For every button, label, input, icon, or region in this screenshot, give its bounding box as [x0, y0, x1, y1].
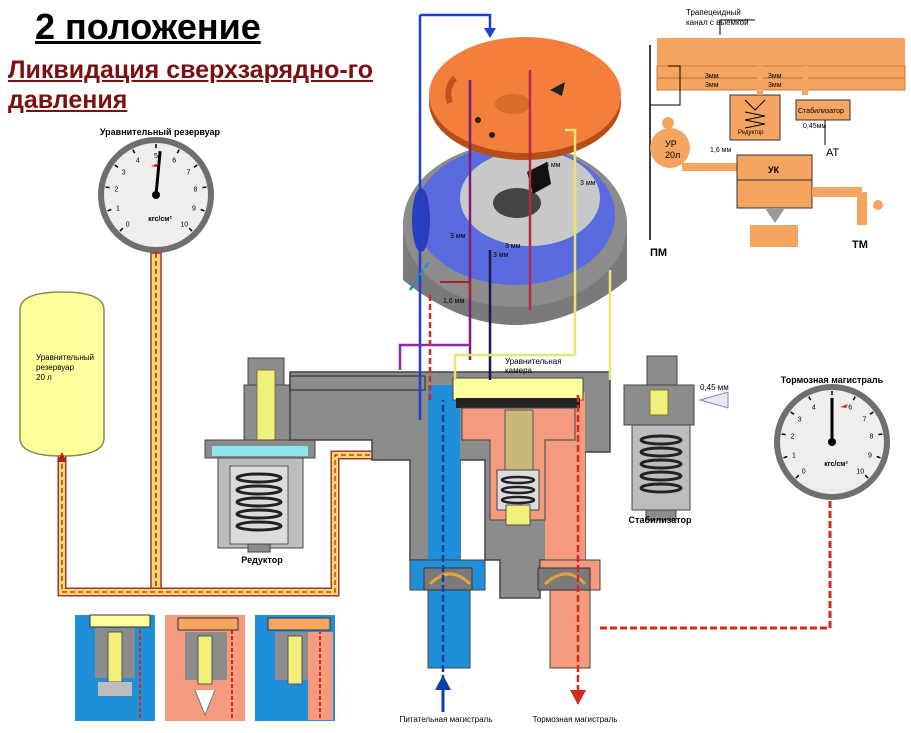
schematic-uk: УК [768, 165, 780, 175]
page-title: 2 положение [35, 6, 261, 47]
gauge-needle-left [154, 151, 162, 196]
gauge-tick-label: 3 [798, 417, 802, 424]
gauge-unit-left: кгс/см² [148, 216, 172, 223]
schematic-tm: ТМ [852, 239, 868, 251]
central-valve-body [289, 371, 611, 669]
gauge-tick-mark [878, 433, 883, 436]
top-right-schematic [649, 19, 906, 247]
schematic-pm: ПМ [650, 247, 667, 259]
gauge-tick-mark [864, 474, 869, 479]
thumbnail-1 [75, 614, 155, 721]
gauge-tick-mark [869, 411, 874, 416]
disc-hole-label-4: 3 мм [545, 162, 561, 169]
gauge-tick-mark [790, 411, 795, 416]
schematic-trapezoid-line2: канал с выемкой [686, 18, 749, 27]
gauge-unit-right: кгс/см² [824, 461, 848, 468]
disc-orifice-16-label: 1,6 мм [443, 298, 464, 305]
gauge-tick-mark [132, 149, 136, 154]
equalizing-reservoir-gauge: 0 1 2 3 4 5 6 7 8 9 10 кгс/см² [98, 137, 214, 253]
gauge-tick-mark [188, 227, 193, 232]
gauge-tick-mark [114, 164, 119, 169]
disc-hole-label-1: 3 мм [450, 233, 466, 240]
tank-label-line1: Уравнительный [36, 353, 94, 362]
stabilizer-label: Стабилизатор [629, 515, 692, 525]
gauge-tick-mark [105, 186, 110, 189]
gauge-tick-mark [852, 396, 856, 401]
stabilizer-valve [623, 355, 729, 521]
equalizing-chamber-label-line1: Уравнительная [505, 357, 562, 366]
gauge-tick-label: 6 [848, 404, 852, 411]
equalizing-reservoir-top-label: Уравнительный резервуар [100, 127, 221, 137]
brake-line-bottom-label: Тормозная магистраль [533, 715, 618, 724]
gauge-tick-label: 7 [862, 417, 866, 424]
disc-hole-label-2: 3 мм [493, 252, 509, 259]
schematic-orifice-16: 1,6 мм [710, 147, 731, 154]
gauge-tick-mark [119, 227, 124, 232]
gauge-tick-label: 1 [116, 205, 120, 212]
gauge-ticks-left: 0 1 2 3 4 5 6 7 8 9 10 [105, 144, 207, 232]
gauge-tick-label: 6 [172, 157, 176, 164]
gauge-tick-mark [107, 208, 112, 212]
gauge-tick-mark [783, 455, 788, 459]
schematic-reducer: Редуктор [738, 130, 764, 136]
schematic-ur-line1: УР [665, 139, 677, 149]
gauge-tick-mark [176, 149, 180, 154]
gauge-tick-label: 0 [802, 468, 806, 475]
gauge-tick-mark [795, 474, 800, 479]
reducer-label: Редуктор [241, 555, 283, 565]
schematic-hole-d: 3мм [768, 82, 782, 89]
gauge-tick-label: 1 [792, 452, 796, 459]
disc-hole-label-3: 3 мм [505, 243, 521, 250]
schematic-hole-b: 3мм [705, 82, 719, 89]
schematic-trapezoid-line1: Трапецеидный [686, 8, 741, 17]
gauge-tick-label: 8 [194, 187, 198, 194]
gauge-tick-label: 2 [115, 187, 119, 194]
supply-line-label: Питательная магистраль [400, 715, 493, 724]
gauge-tick-label: 5 [154, 153, 158, 160]
thumbnail-3 [255, 615, 335, 721]
orifice-045-label: 0,45 мм [700, 383, 729, 392]
schematic-ur-line2: 20л [665, 150, 680, 160]
brake-line-gauge-label: Тормозная магистраль [781, 375, 884, 385]
gauge-tick-label: 7 [186, 170, 190, 177]
gauge-tick-mark [876, 455, 881, 459]
schematic-orifice-045: 0,45мм [803, 123, 826, 130]
schematic-hole-a: 3мм [705, 73, 719, 80]
gauge-tick-label: 10 [180, 221, 188, 228]
gauge-tick-label: 10 [856, 468, 864, 475]
gauge-tick-mark [202, 186, 207, 189]
tank-label-line3: 20 л [36, 373, 52, 382]
equalizing-reservoir-tank: Уравнительный резервуар 20 л [19, 291, 105, 457]
schematic-stabilizer: Стабилизатор [798, 107, 844, 115]
reducer-valve [204, 357, 316, 553]
gauge-tick-mark [193, 164, 198, 169]
gauge-tick-label: 9 [868, 452, 872, 459]
gauge-tick-label: 4 [812, 404, 816, 411]
schematic-at: АТ [826, 147, 839, 159]
gauge-red-arrow-left [151, 163, 159, 167]
gauge-tick-mark [781, 433, 786, 436]
disc-hole-label-5: 3 мм [580, 180, 596, 187]
gauge-tick-mark [808, 396, 812, 401]
gauge-tick-label: 4 [136, 157, 140, 164]
gauge-tick-mark [200, 208, 205, 212]
gauge-tick-label: 8 [870, 434, 874, 441]
gauge-tick-label: 0 [126, 221, 130, 228]
tank-label-line2: резервуар [36, 363, 75, 372]
equalizing-chamber-label-line2: камера [505, 366, 533, 375]
schematic-hole-c: 3мм [768, 73, 782, 80]
gauge-tick-label: 9 [192, 205, 196, 212]
thumbnail-2 [165, 615, 245, 721]
gauge-tick-label: 2 [791, 434, 795, 441]
page-subtitle: Ликвидация сверхзарядно-го давления [8, 56, 374, 114]
gauge-tick-label: 3 [122, 170, 126, 177]
